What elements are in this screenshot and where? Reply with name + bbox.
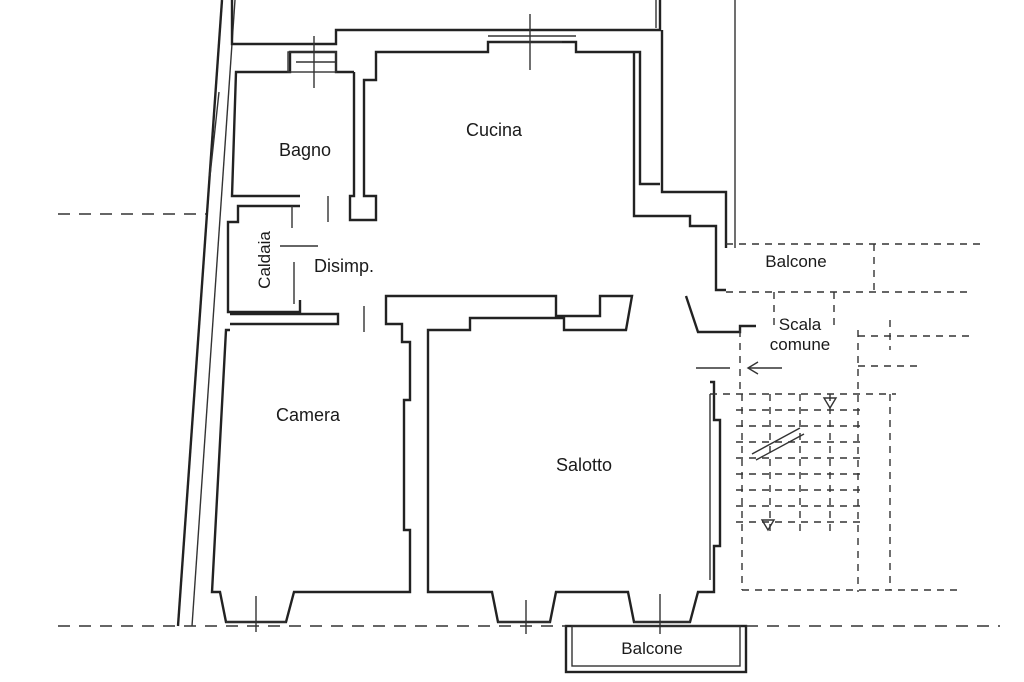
camera-room: Camera (210, 294, 412, 632)
caldaia-label: Caldaia (255, 231, 274, 289)
disimpegno-area: Disimp. (230, 196, 374, 332)
top-walls (230, 0, 736, 248)
bagno-label: Bagno (279, 140, 331, 160)
camera-label: Camera (276, 405, 341, 425)
exterior-left-wall (176, 0, 236, 627)
salotto-label: Salotto (556, 455, 612, 475)
cucina-room: Cucina (348, 14, 726, 292)
cucina-label: Cucina (466, 120, 523, 140)
stair-treads (736, 394, 860, 532)
reference-lines (58, 213, 1000, 627)
balcone-lower: Balcone (564, 624, 748, 674)
caldaia-room: Caldaia (226, 204, 318, 314)
balcone-lower-label: Balcone (621, 639, 682, 658)
disimpegno-label: Disimp. (314, 256, 374, 276)
scala-label-line2: comune (770, 335, 830, 354)
scala-label-line1: Scala (779, 315, 822, 334)
balcone-upper: Balcone (726, 243, 986, 330)
bagno-room: Bagno (230, 36, 354, 198)
scala-comune: Scala comune (696, 315, 970, 592)
salotto-room: Salotto (410, 294, 756, 634)
balcone-upper-label: Balcone (765, 252, 826, 271)
